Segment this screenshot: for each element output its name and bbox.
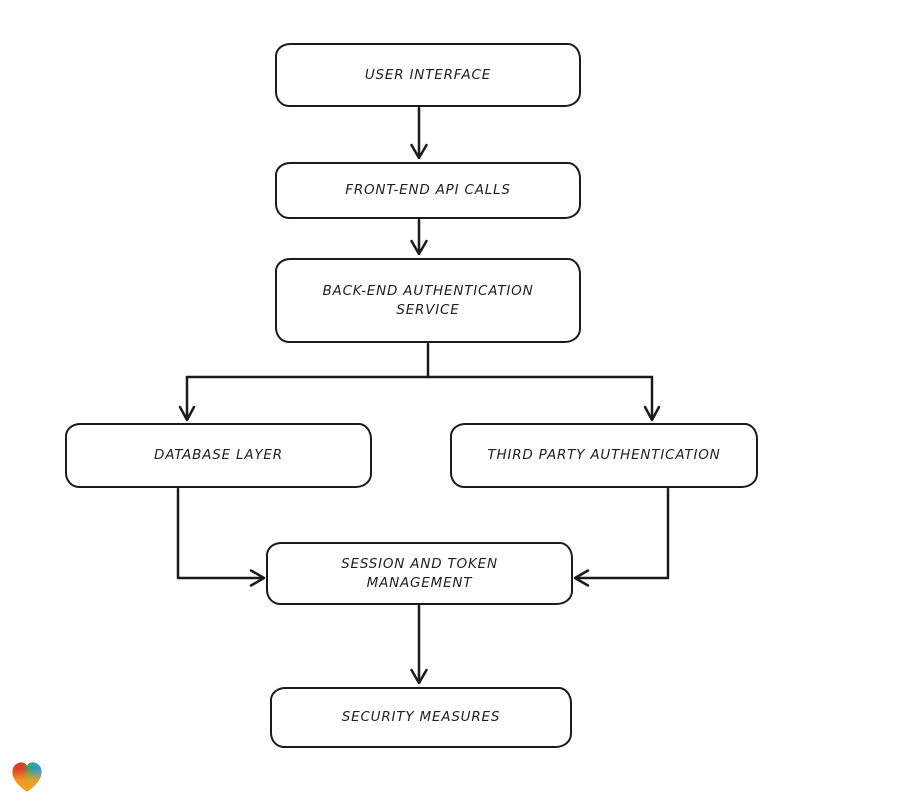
node-third-party-authentication-label: THIRD PARTY AUTHENTICATION [487, 447, 721, 463]
node-session-and-token-management-label: SESSION AND TOKEN MANAGEMENT [341, 555, 498, 591]
node-security-measures[interactable]: SECURITY MEASURES [270, 687, 572, 748]
arrow-user-interface-to-front-end [410, 106, 428, 160]
node-database-layer[interactable]: DATABASE LAYER [65, 423, 372, 488]
arrow-front-end-to-back-end [410, 218, 428, 256]
arrow-back-end-branch [178, 342, 661, 422]
gradient-heart-logo[interactable] [9, 759, 45, 795]
node-user-interface-label: USER INTERFACE [364, 66, 492, 83]
arrow-third-party-to-session [573, 487, 670, 587]
node-user-interface[interactable]: USER INTERFACE [275, 43, 581, 107]
arrow-session-to-security [410, 604, 428, 685]
node-session-and-token-management[interactable]: SESSION AND TOKEN MANAGEMENT [266, 542, 573, 605]
node-back-end-authentication-service-label: BACK-END AUTHENTICATION SERVICE [322, 282, 534, 318]
node-front-end-api-calls[interactable]: FRONT-END API CALLS [275, 162, 581, 219]
node-database-layer-label: DATABASE LAYER [154, 447, 283, 463]
node-back-end-authentication-service[interactable]: BACK-END AUTHENTICATION SERVICE [275, 258, 581, 343]
node-security-measures-label: SECURITY MEASURES [341, 709, 501, 725]
node-third-party-authentication[interactable]: THIRD PARTY AUTHENTICATION [450, 423, 758, 488]
node-front-end-api-calls-label: FRONT-END API CALLS [345, 182, 511, 198]
arrow-database-to-session [176, 487, 266, 587]
